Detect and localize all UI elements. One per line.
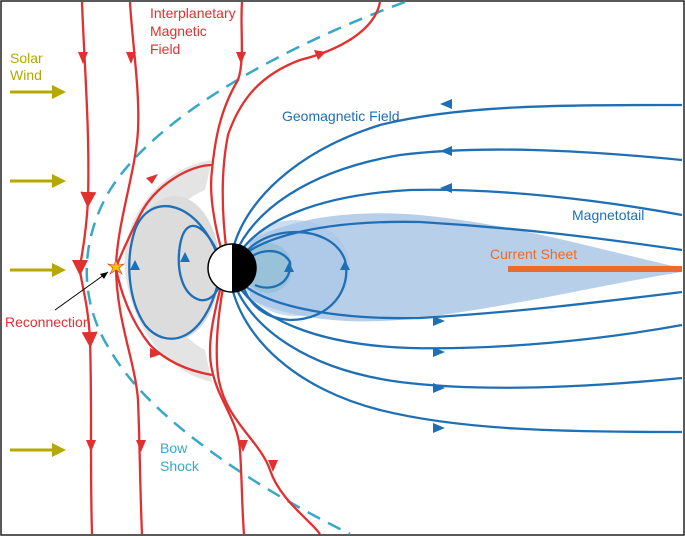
- tail-line-upper-2: [230, 148, 683, 263]
- arrow-right-icon: [10, 443, 66, 457]
- geomagnetic-arrowheads: [130, 99, 452, 433]
- imf-label-line2: Magnetic: [150, 23, 207, 39]
- bow-shock-label-line2: Shock: [160, 458, 200, 474]
- dayside-closed-region: [130, 196, 220, 340]
- imf-arrowheads: [78, 50, 326, 472]
- dayside-loop-outer: [128, 205, 222, 340]
- reconnection-label: Reconnection: [5, 314, 91, 330]
- imf-label-line3: Field: [150, 41, 180, 57]
- tail-line-upper-3: [232, 188, 683, 263]
- nightside-loop-inner: [244, 249, 292, 289]
- tail-line-lower-2: [232, 277, 683, 350]
- reconnection-pointer-line: [54, 271, 109, 311]
- arrow-right-icon: [10, 263, 66, 277]
- arrow-right-icon: [10, 85, 66, 99]
- bow-shock-label-line1: Bow: [160, 440, 188, 456]
- reconnection-pointer-head: [100, 272, 108, 279]
- plasma-sheet-region: [250, 213, 682, 322]
- tail-line-upper-4: [235, 220, 683, 263]
- magnetotail-label: Magnetotail: [572, 207, 644, 223]
- solar-wind-arrows: [10, 85, 66, 457]
- dayside-loop-inner: [177, 224, 224, 302]
- tail-line-lower-1: [235, 277, 683, 320]
- current-sheet-label: Current Sheet: [490, 246, 577, 262]
- imf-label-line1: Interplanetary: [150, 5, 236, 21]
- arrow-right-icon: [10, 174, 66, 188]
- star-burst-icon: [106, 259, 126, 275]
- tail-line-lower-4: [228, 277, 683, 434]
- tail-line-upper-1: [228, 103, 683, 263]
- geomagnetic-field-lines: [128, 103, 683, 434]
- solar-wind-label-line1: Solar: [10, 50, 43, 66]
- solar-wind-label-line2: Wind: [10, 67, 42, 83]
- outer-belt-region: [240, 220, 350, 316]
- nightside-loop-outer: [238, 230, 348, 322]
- geomagnetic-field-label: Geomagnetic Field: [282, 108, 400, 124]
- tail-line-lower-3: [230, 277, 683, 389]
- earth-icon: [207, 243, 257, 293]
- imf-line-1: [71, 1, 98, 535]
